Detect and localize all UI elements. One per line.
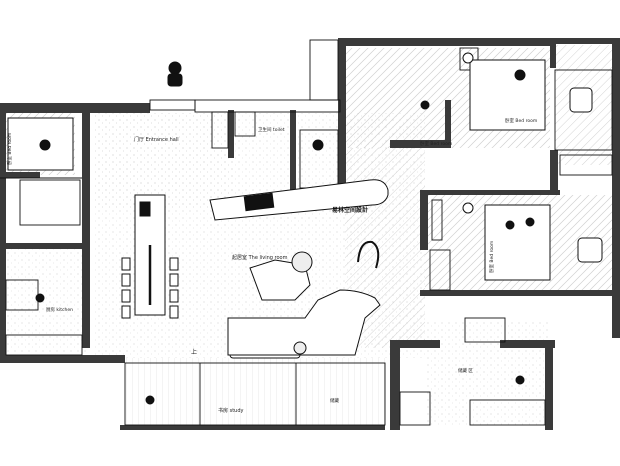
label-washroom: 卫生间 toilet [258,126,285,133]
wall [390,140,450,148]
wall [0,172,40,178]
wall [545,340,553,430]
study-floor [125,358,385,428]
sofa [227,289,381,356]
label-kitchen: 厨房 kitchen [46,306,73,313]
wall [425,190,560,195]
label-living: 起居室 The living room [232,254,288,261]
armchairs [462,52,603,263]
brand-label: 易林空间設計 [331,206,368,214]
wall [290,110,296,195]
wall [0,103,6,363]
wall [420,190,428,250]
wall [390,340,440,348]
balcony-floor [425,320,550,425]
coffee-table [249,259,311,301]
bed-top [469,59,546,131]
label-storage: 储藏 [330,397,339,404]
labels: 门厅 Entrance hall 卫生间 toilet 起居室 The livi… [6,117,537,414]
living-furniture [134,179,389,356]
label-bedroom-top-small: 卧室 Bed room [420,140,452,147]
wall [390,340,400,430]
bed-right [484,204,551,281]
beds [7,59,551,281]
wall [0,243,90,249]
walls [0,38,620,430]
wall [550,38,620,44]
wall [612,38,620,338]
wall [120,425,385,430]
figures [35,61,535,405]
dining-chairs [121,257,179,319]
label-study: 书房 study [218,407,243,414]
lounge-chair [357,240,380,269]
wall [500,340,555,348]
tv-screen [243,192,275,212]
label-bedroom-top: 卧室 Bed room [505,117,537,124]
wall [338,38,550,46]
arrow-label: 上 [191,348,197,356]
wall [0,103,150,113]
wall [550,38,556,68]
wall [82,113,90,348]
wall [228,110,234,158]
label-bedroom-right: 卧室 Bed room [488,241,495,273]
wall [420,290,620,296]
wall [338,40,346,195]
wall [0,355,125,363]
label-balcony: 储藏 区 [458,367,473,374]
entrance-floor [95,113,235,208]
label-entrance: 门厅 Entrance hall [134,136,179,143]
wall [550,150,558,190]
side-table [291,251,313,273]
wall [445,100,451,148]
label-bedroom-left: 卧室 Bed room [6,133,13,165]
kitchen-floor [0,243,90,353]
